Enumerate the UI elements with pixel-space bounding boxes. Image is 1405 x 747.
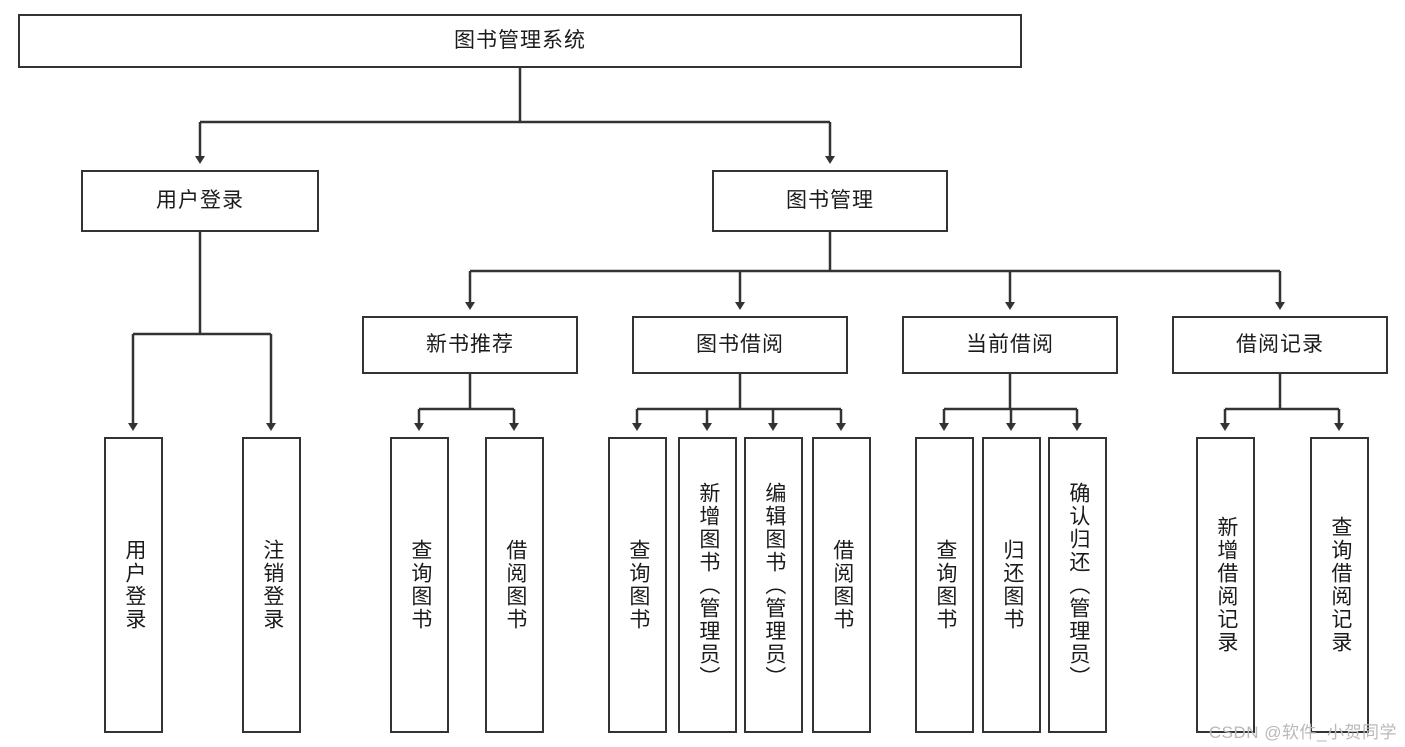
node-current-borrow[interactable]: 当前借阅 [902, 316, 1118, 374]
node-root[interactable]: 图书管理系统 [18, 14, 1022, 68]
node-leaf-query-record-label: 查询借阅记录 [1328, 516, 1352, 654]
watermark: CSDN @软件_小贺同学 [1208, 723, 1397, 742]
node-leaf-query-book-b-label: 查询图书 [626, 539, 650, 631]
node-new-book-rec-label: 新书推荐 [426, 333, 514, 357]
node-leaf-confirm-return[interactable]: 确认归还（管理员） [1048, 437, 1107, 733]
node-leaf-add-record-label: 新增借阅记录 [1214, 516, 1238, 654]
node-leaf-user-login[interactable]: 用户登录 [104, 437, 163, 733]
node-leaf-add-book[interactable]: 新增图书（管理员） [678, 437, 737, 733]
node-leaf-query-book-c-label: 查询图书 [933, 539, 957, 631]
node-leaf-query-record[interactable]: 查询借阅记录 [1310, 437, 1369, 733]
node-leaf-user-login-label: 用户登录 [122, 539, 146, 631]
node-leaf-borrow-book-b[interactable]: 借阅图书 [812, 437, 871, 733]
node-book-borrow[interactable]: 图书借阅 [632, 316, 848, 374]
node-user-login[interactable]: 用户登录 [81, 170, 319, 232]
node-book-manage[interactable]: 图书管理 [712, 170, 948, 232]
node-leaf-add-book-label: 新增图书（管理员） [696, 481, 720, 689]
node-leaf-edit-book-label: 编辑图书（管理员） [762, 481, 786, 689]
node-leaf-edit-book[interactable]: 编辑图书（管理员） [744, 437, 803, 733]
node-borrow-record[interactable]: 借阅记录 [1172, 316, 1388, 374]
node-book-borrow-label: 图书借阅 [696, 333, 784, 357]
node-user-login-label: 用户登录 [156, 189, 244, 213]
node-leaf-logout[interactable]: 注销登录 [242, 437, 301, 733]
node-leaf-borrow-book-b-label: 借阅图书 [830, 539, 854, 631]
node-leaf-confirm-return-label: 确认归还（管理员） [1066, 481, 1090, 689]
node-borrow-record-label: 借阅记录 [1236, 333, 1324, 357]
node-leaf-borrow-book-rec[interactable]: 借阅图书 [485, 437, 544, 733]
node-leaf-borrow-book-rec-label: 借阅图书 [503, 539, 527, 631]
node-current-borrow-label: 当前借阅 [966, 333, 1054, 357]
node-leaf-query-book-rec-label: 查询图书 [408, 539, 432, 631]
node-leaf-query-book-c[interactable]: 查询图书 [915, 437, 974, 733]
node-leaf-logout-label: 注销登录 [260, 539, 284, 631]
node-book-manage-label: 图书管理 [786, 189, 874, 213]
node-leaf-return-book-label: 归还图书 [1000, 539, 1024, 631]
node-leaf-query-book-rec[interactable]: 查询图书 [390, 437, 449, 733]
node-leaf-query-book-b[interactable]: 查询图书 [608, 437, 667, 733]
node-leaf-return-book[interactable]: 归还图书 [982, 437, 1041, 733]
node-root-label: 图书管理系统 [454, 29, 586, 53]
node-leaf-add-record[interactable]: 新增借阅记录 [1196, 437, 1255, 733]
node-new-book-rec[interactable]: 新书推荐 [362, 316, 578, 374]
